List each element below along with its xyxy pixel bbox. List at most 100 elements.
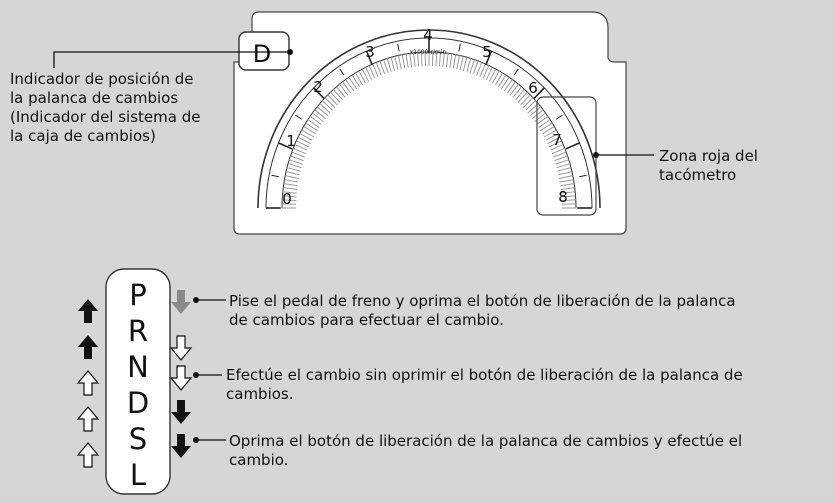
tach-band-tick (319, 103, 331, 114)
gear-letter-n: N (127, 350, 149, 384)
gear-position-line-2: la palanca de cambios (10, 89, 179, 107)
down-arrow-outline-1 (169, 335, 193, 361)
tach-band-tick (286, 167, 301, 172)
tach-band-tick (529, 106, 542, 117)
tach-number-6: 6 (528, 79, 538, 97)
tach-band-tick (305, 122, 318, 132)
tach-band-tick (462, 57, 468, 71)
tach-band-tick (289, 159, 303, 165)
tach-band-tick (417, 52, 420, 67)
tach-major-tick (556, 114, 563, 120)
red-zone-callout: Zona roja del tacómetro (659, 147, 758, 185)
tach-band-tick (532, 109, 544, 119)
tach-band-tick (435, 52, 438, 67)
tach-band-tick (287, 163, 302, 169)
tach-band-tick (297, 136, 311, 144)
tach-band-tick (560, 183, 575, 187)
tach-band-tick (299, 133, 313, 141)
tach-band-tick (312, 112, 324, 122)
note-2-leader-dot (193, 372, 199, 378)
tach-unit-label: x1000 r/min (410, 49, 447, 56)
tach-band-tick (545, 133, 559, 141)
tach-band-tick (330, 91, 341, 103)
tach-number-4: 4 (423, 26, 433, 44)
tach-number-3: 3 (365, 43, 375, 61)
tach-band-tick (547, 136, 561, 144)
tach-band-tick (556, 163, 571, 169)
tach-band-tick (536, 115, 549, 125)
tach-band-tick (324, 97, 336, 108)
tach-band-tick (316, 106, 329, 117)
gear-position-line-3: (Indicador del sistema de (10, 108, 201, 126)
tach-major-ticks (266, 38, 592, 209)
tach-band-tick (322, 100, 333, 111)
tach-band-tick (333, 89, 343, 101)
tach-band-tick (538, 119, 551, 129)
tach-band-tick (285, 171, 300, 176)
shift-note-3: Oprima el botón de liberación de la pala… (229, 432, 742, 470)
tach-band-tick (459, 56, 464, 71)
tach-band-tick (550, 144, 564, 151)
tach-band-tick (445, 53, 449, 68)
tach-band-tick (327, 94, 338, 106)
tach-band-tick (540, 122, 553, 132)
tach-band-tick (561, 191, 576, 194)
tach-number-0: 0 (282, 190, 292, 208)
shift-note-3-line-2: cambio. (229, 451, 289, 469)
tach-band-tick (368, 65, 376, 79)
tach-band-tick (554, 155, 568, 162)
tach-band-tick (283, 183, 298, 187)
tach-band-tick (379, 60, 386, 75)
tach-band-tick (509, 83, 519, 96)
tach-band-tick (345, 79, 355, 92)
tach-band-tick (479, 63, 486, 77)
tach-band-tick (500, 76, 510, 90)
tach-band-tick (383, 59, 389, 74)
tach-band-tick (558, 171, 573, 176)
up-arrow-outline-3 (76, 442, 100, 468)
up-arrow-outline-1 (76, 370, 100, 396)
tach-major-tick (458, 43, 461, 52)
note-1-leader-dot (193, 297, 199, 303)
tach-band-tick (469, 59, 475, 74)
tach-number-5: 5 (482, 43, 492, 61)
shift-note-2: Efectúe el cambio sin oprimir el botón d… (226, 366, 743, 404)
gear-indicator-leader-dot (287, 49, 293, 55)
tach-number-7: 7 (552, 131, 562, 149)
up-arrow-solid-1 (78, 299, 98, 323)
tach-band-tick (543, 129, 557, 138)
tach-major-tick (513, 68, 519, 76)
tach-band-tick (466, 58, 472, 72)
gear-letter-r: R (128, 314, 148, 348)
shift-note-1: Pise el pedal de freno y oprima el botón… (229, 292, 736, 330)
tach-band-tick (372, 63, 379, 77)
tach-major-tick (313, 87, 325, 100)
down-arrow-gray (171, 290, 191, 314)
tach-band-tick (409, 53, 413, 68)
tach-band-tick (309, 115, 322, 125)
tach-band-tick (442, 52, 445, 67)
gear-position-callout: Indicador de posición de la palanca de c… (10, 70, 200, 146)
tachometer (257, 29, 601, 209)
tach-band-tick (525, 100, 536, 111)
tach-band-tick (351, 74, 360, 88)
tach-band-tick (558, 175, 573, 179)
shift-note-2-line-1: Efectúe el cambio sin oprimir el botón d… (226, 366, 743, 384)
tach-major-tick (565, 142, 580, 150)
tach-major-tick (579, 174, 587, 178)
tach-tick-band (282, 52, 576, 209)
tach-band-tick (520, 94, 531, 106)
tach-band-tick (548, 140, 562, 148)
tach-major-tick (339, 68, 345, 76)
tach-band-tick (293, 147, 307, 155)
tach-band-tick (314, 109, 326, 119)
tach-band-tick (561, 195, 576, 198)
down-arrow-solid-1 (171, 400, 191, 424)
tach-band-tick (358, 70, 366, 84)
gear-letter-d: D (127, 386, 149, 420)
red-zone-leader-dot (593, 152, 599, 158)
tach-band-tick (291, 151, 305, 158)
tach-band-tick (390, 57, 396, 71)
shift-note-1-line-1: Pise el pedal de freno y oprima el botón… (229, 292, 736, 310)
tach-band-tick (512, 86, 522, 98)
